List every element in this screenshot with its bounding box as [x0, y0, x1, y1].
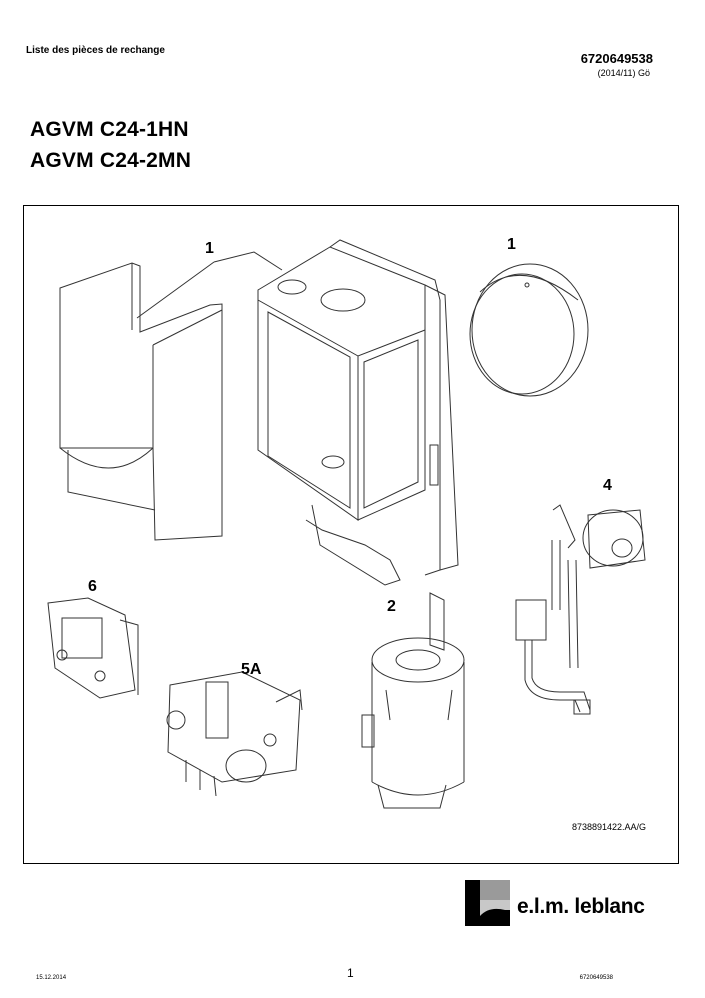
brand-name: e.l.m. leblanc — [517, 895, 645, 918]
exploded-view-frame — [23, 205, 679, 864]
hydraulic-unit — [166, 671, 303, 797]
control-unit — [47, 597, 139, 699]
callout-hydraulic-unit: 5A — [241, 661, 262, 678]
page-number: 1 — [347, 966, 354, 980]
casing-leader-lines — [136, 251, 283, 319]
front-casing-panel — [59, 262, 223, 541]
gas-valve-assembly — [515, 504, 646, 715]
model-title-2: AGVM C24-2MN — [30, 149, 192, 172]
boiler-chassis — [257, 239, 459, 586]
model-title-1: AGVM C24-1HN — [30, 118, 189, 141]
callout-control-unit: 6 — [88, 578, 97, 595]
expansion-vessel — [469, 263, 589, 397]
hot-water-tank — [361, 592, 465, 809]
footer-date: 15.12.2014 — [36, 975, 67, 981]
document-type-label: Liste des pièces de rechange — [26, 45, 165, 56]
document-number: 6720649538 — [580, 51, 653, 66]
footer-document-number: 6720649538 — [579, 975, 613, 981]
callout-gas-valve-assembly: 4 — [603, 477, 612, 494]
callout-expansion-vessel: 1 — [507, 236, 516, 253]
figure-reference: 8738891422.AA/G — [572, 822, 647, 832]
callout-casing: 1 — [205, 240, 214, 257]
document-date: (2014/11) Gö — [597, 68, 650, 78]
callout-tank: 2 — [387, 598, 396, 615]
elm-leblanc-logo-icon — [465, 880, 510, 926]
